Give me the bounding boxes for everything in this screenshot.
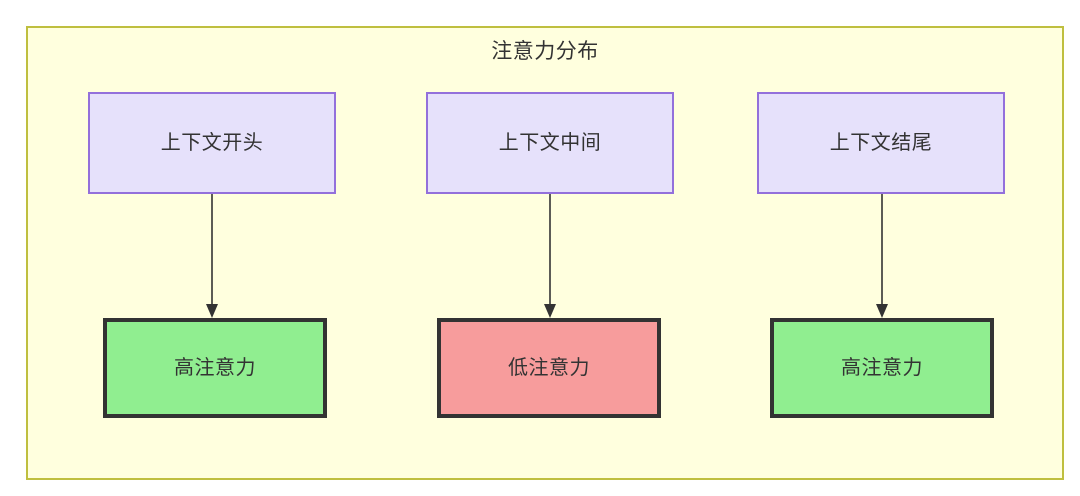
node-attention-end-label: 高注意力 bbox=[841, 357, 923, 379]
node-attention-start-label: 高注意力 bbox=[174, 357, 256, 379]
node-attention-end[interactable]: 高注意力 bbox=[770, 318, 994, 418]
node-attention-start[interactable]: 高注意力 bbox=[103, 318, 327, 418]
subgraph-title: 注意力分布 bbox=[491, 40, 599, 63]
edge-end-to-high-attention bbox=[875, 194, 889, 320]
node-context-start[interactable]: 上下文开头 bbox=[88, 92, 336, 194]
node-context-middle[interactable]: 上下文中间 bbox=[426, 92, 674, 194]
node-context-middle-label: 上下文中间 bbox=[498, 132, 602, 154]
node-context-end-label: 上下文结尾 bbox=[829, 132, 933, 154]
node-attention-middle[interactable]: 低注意力 bbox=[437, 318, 661, 418]
node-context-end[interactable]: 上下文结尾 bbox=[757, 92, 1005, 194]
node-context-start-label: 上下文开头 bbox=[160, 132, 264, 154]
node-attention-middle-label: 低注意力 bbox=[508, 357, 590, 379]
